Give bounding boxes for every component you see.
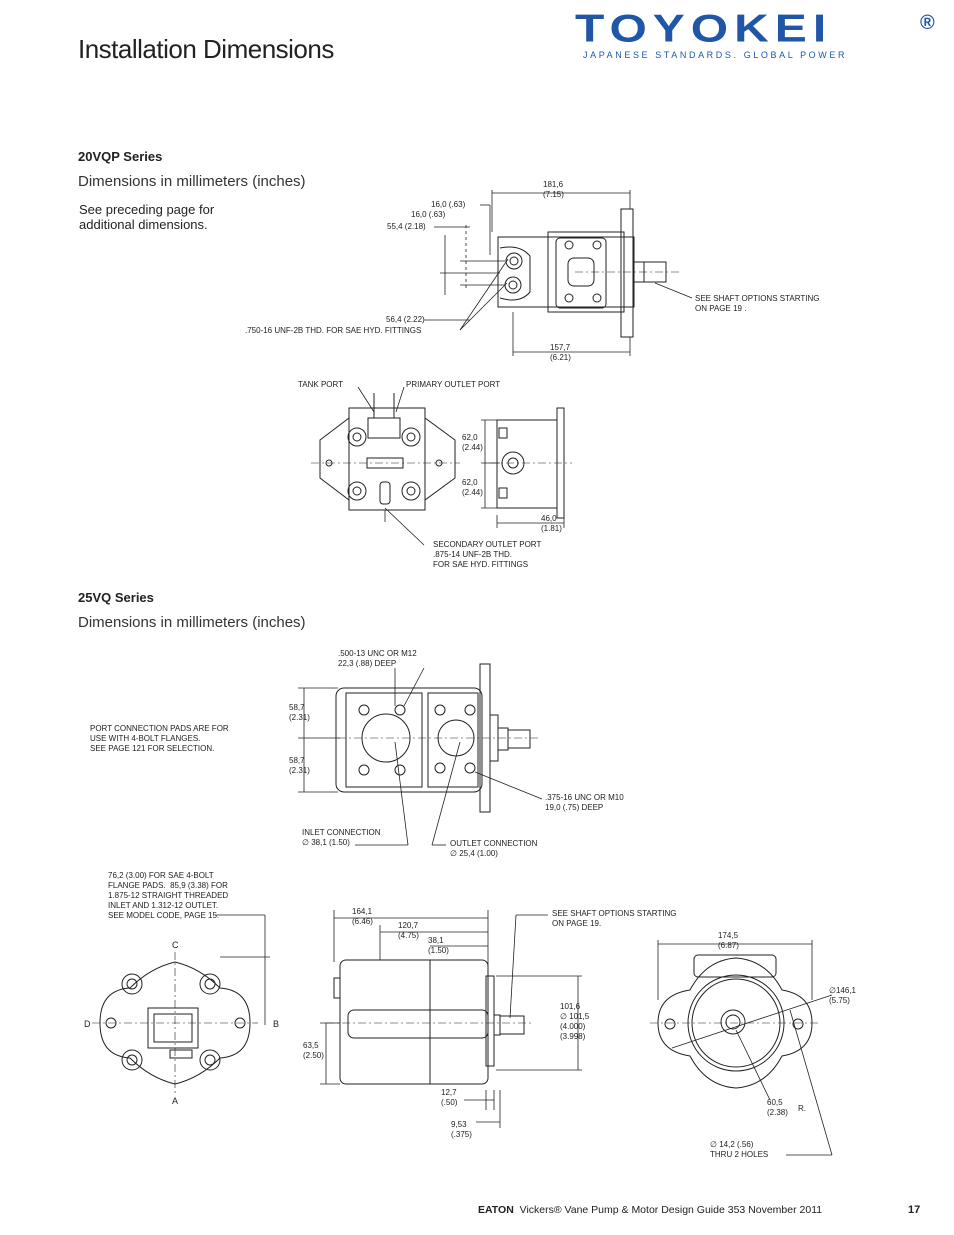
footer-guide-title: Vickers® Vane Pump & Motor Design Guide … — [519, 1204, 823, 1216]
dim-12-7: 12,7 (.50) — [441, 1088, 458, 1107]
dim-157-7: 157,7 (6.21) — [550, 343, 571, 362]
dim-55-4: 55,4 (2.18) — [387, 222, 426, 231]
dim-60-5: 60,5 (2.38) — [767, 1098, 788, 1117]
port-letter-b: B — [273, 1019, 280, 1029]
preceding-page-note: See preceding page for additional dimens… — [79, 202, 215, 232]
drawing-25vq-front-view — [92, 915, 270, 1094]
radius-label: R. — [798, 1104, 806, 1113]
dim-181-6: 181,6 (7.15) — [543, 180, 564, 199]
footer-text: EATON Vickers® Vane Pump & Motor Design … — [478, 1204, 822, 1216]
shaft-options-note-25vq: SEE SHAFT OPTIONS STARTING ON PAGE 19. — [552, 909, 677, 928]
dim-58-7-a: 58,7 (2.31) — [289, 703, 310, 722]
section-subtitle-25vq: Dimensions in millimeters (inches) — [78, 614, 306, 631]
drawing-20vqp-side-view — [424, 190, 692, 356]
dim-16-0-a: 16,0 (.63) — [431, 200, 466, 209]
inlet-connection-label: INLET CONNECTION ∅ 38,1 (1.50) — [302, 828, 381, 847]
secondary-outlet-port-label: SECONDARY OUTLET PORT .875-14 UNF-2B THD… — [433, 540, 542, 569]
primary-outlet-port-label: PRIMARY OUTLET PORT — [406, 380, 501, 389]
port-letter-a: A — [172, 1096, 179, 1106]
page-number: 17 — [908, 1204, 921, 1216]
dim-58-7-b: 58,7 (2.31) — [289, 756, 310, 775]
section-subtitle-20vqp: Dimensions in millimeters (inches) — [78, 173, 306, 190]
unc-375-callout: .375-16 UNC OR M10 19,0 (.75) DEEP — [545, 793, 624, 812]
port-connection-pads-note: PORT CONNECTION PADS ARE FOR USE WITH 4-… — [90, 724, 229, 753]
dim-63-5: 63,5 (2.50) — [303, 1041, 324, 1060]
dim-62-0-b: 62,0 (2.44) — [462, 478, 483, 497]
drawing-20vqp-front-view — [311, 387, 460, 545]
section-title-25vq: 25VQ Series — [78, 590, 154, 605]
dim-164-1: 164,1 (6.46) — [352, 907, 373, 926]
dim-174-5: 174,5 (6.87) — [718, 931, 739, 950]
drawing-25vq-top-view — [298, 664, 542, 845]
tank-port-label: TANK PORT — [298, 380, 344, 389]
shaft-options-note-20vqp: SEE SHAFT OPTIONS STARTING ON PAGE 19 . — [695, 294, 820, 313]
page-title: Installation Dimensions — [78, 34, 334, 64]
dim-56-4: 56,4 (2.22) — [386, 315, 425, 324]
registered-mark: ® — [920, 12, 935, 34]
drawing-25vq-end-view — [650, 940, 832, 1155]
unc-500-callout: .500-13 UNC OR M12 22,3 (.88) DEEP — [338, 649, 417, 668]
dim-38-1: 38,1 (1.50) — [428, 936, 449, 955]
dim-146-1: ∅146,1 (5.75) — [829, 986, 856, 1005]
section-title-20vqp: 20VQP Series — [78, 149, 163, 164]
thread-callout-750: .750-16 UNF-2B THD. FOR SAE HYD. FITTING… — [245, 326, 422, 335]
dim-16-0-b: 16,0 (.63) — [411, 210, 446, 219]
dim-9-53: 9,53 (.375) — [451, 1120, 472, 1139]
flange-pads-note: 76,2 (3.00) FOR SAE 4-BOLT FLANGE PADS. … — [108, 871, 229, 920]
dim-101-6: 101,6 ∅ 101,5 (4.000) (3.998) — [560, 1002, 590, 1041]
dim-62-0-a: 62,0 (2.44) — [462, 433, 483, 452]
drawing-20vqp-small-side-view — [481, 408, 572, 528]
outlet-connection-label: OUTLET CONNECTION ∅ 25,4 (1.00) — [450, 839, 538, 858]
drawing-25vq-side-view — [320, 910, 582, 1128]
dim-120-7: 120,7 (4.75) — [398, 921, 419, 940]
port-letter-c: C — [172, 940, 179, 950]
dim-46-0: 46,0 (1.81) — [541, 514, 562, 533]
footer-brand: EATON — [478, 1204, 514, 1216]
port-letter-d: D — [84, 1019, 91, 1029]
through-holes-callout: ∅ 14,2 (.56) THRU 2 HOLES — [710, 1140, 769, 1159]
toyokei-logo: TOYOKEI — [575, 7, 833, 51]
logo-tagline: JAPANESE STANDARDS. GLOBAL POWER — [583, 50, 848, 60]
